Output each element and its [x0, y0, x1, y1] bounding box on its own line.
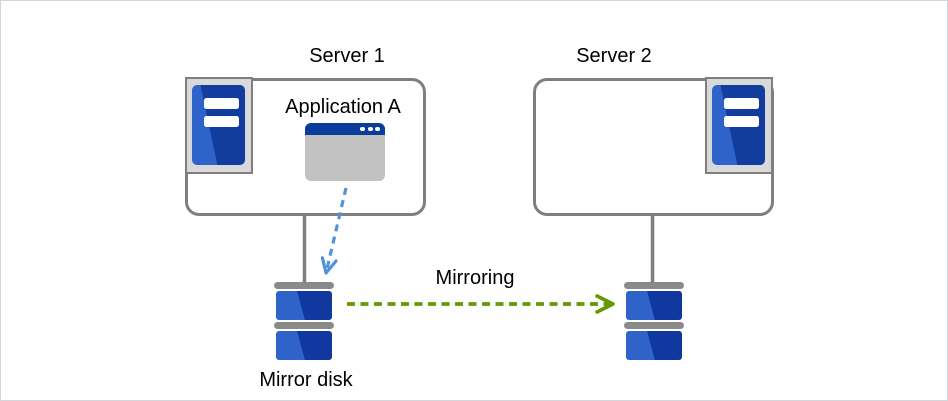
application-label: Application A: [285, 96, 401, 118]
disk-platter: [626, 291, 682, 320]
server2-label: Server 2: [576, 45, 652, 67]
application-window-icon: [305, 123, 385, 181]
window-dot-icon: [367, 126, 373, 132]
disk-platter: [276, 291, 332, 320]
tower-slot-bar: [204, 116, 239, 127]
server1-label: Server 1: [309, 45, 385, 67]
disk-cap: [624, 322, 684, 329]
mirroring-label: Mirroring: [435, 267, 515, 289]
mirror-disk-icon-left: [274, 282, 334, 362]
tower-slot-bar: [724, 98, 759, 109]
tower-slot-bar: [204, 98, 239, 109]
window-dot-icon: [360, 126, 365, 132]
disk-platter: [276, 331, 332, 360]
server-tower-icon: [192, 85, 245, 165]
window-titlebar: [305, 123, 385, 135]
tower-slot-bar: [724, 116, 759, 127]
server-tower-icon: [712, 85, 765, 165]
window-dot-icon: [375, 126, 380, 132]
server2-icon-frame: [705, 77, 773, 174]
disk-platter: [626, 331, 682, 360]
disk-cap: [624, 282, 684, 289]
mirror-disk-icon-right: [624, 282, 684, 362]
mirror-disk-label: Mirror disk: [259, 369, 353, 391]
disk-cap: [274, 322, 334, 329]
server1-icon-frame: [185, 77, 253, 174]
disk-cap: [274, 282, 334, 289]
